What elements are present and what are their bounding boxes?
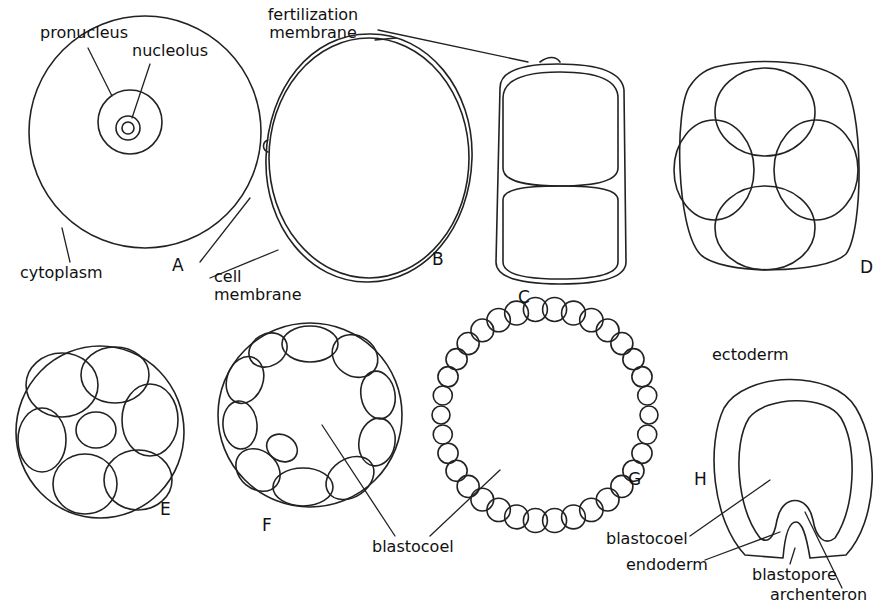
blastomere	[774, 120, 858, 220]
part-label: cytoplasm	[20, 264, 103, 282]
part-label: endoderm	[626, 556, 708, 574]
blastula-cell	[433, 425, 452, 444]
blastula-cell	[446, 349, 467, 370]
blastula-cell	[632, 367, 652, 387]
blastula-cell	[471, 488, 494, 511]
stage-letter: G	[628, 470, 641, 490]
blastula-cell	[580, 308, 603, 331]
stage-letter: A	[172, 256, 184, 276]
stage-letter: F	[262, 516, 272, 536]
fertilization-membrane	[16, 346, 184, 518]
fertilization-membrane	[680, 62, 859, 270]
blastomere	[674, 120, 754, 220]
part-label: cell membrane	[214, 268, 314, 305]
stage-letter: H	[694, 470, 707, 490]
blastula-cell	[596, 319, 619, 342]
blastomere	[503, 186, 618, 279]
part-label: ectoderm	[712, 346, 789, 364]
fertilization-membrane	[218, 323, 402, 507]
part-label: blastopore	[752, 566, 837, 584]
blastula-cell	[611, 333, 633, 355]
blastula-cell	[457, 333, 479, 355]
blastomere	[503, 72, 618, 186]
part-label: pronucleus	[40, 24, 128, 42]
stage-letter: C	[518, 288, 530, 308]
fertilization-membrane	[264, 34, 473, 282]
part-label: fertilization membrane	[248, 6, 378, 43]
pronucleus-outline	[98, 90, 162, 154]
blastula-cells	[220, 326, 399, 509]
blastula-cell	[596, 488, 619, 511]
zygote-cell	[269, 38, 469, 278]
egg-cell	[29, 16, 261, 248]
blastula-cell	[638, 386, 657, 405]
part-label: blastocoel	[606, 530, 688, 548]
gastrula-ectoderm	[714, 379, 872, 558]
blastomere	[81, 347, 149, 403]
blastomere	[122, 384, 178, 456]
nucleolus-outline	[116, 116, 140, 140]
nucleolus-core	[122, 122, 134, 134]
blastomere	[715, 186, 815, 270]
blastula-cell	[471, 319, 494, 342]
blastula-cell	[438, 443, 458, 463]
stage-letter: E	[160, 500, 171, 520]
blastula-cell	[432, 406, 450, 424]
blastomere	[26, 353, 98, 417]
blastula-cell	[543, 509, 567, 533]
part-label: blastocoel	[372, 538, 454, 556]
blastomere	[18, 408, 66, 472]
blastula-cell	[487, 498, 510, 521]
blastomere	[715, 68, 815, 156]
blastula-cell	[638, 425, 657, 444]
part-label: archenteron	[770, 586, 867, 604]
leader-lines	[62, 30, 842, 588]
blastomere	[76, 412, 116, 448]
part-label: nucleolus	[132, 42, 208, 60]
gastrula-blastocoel	[739, 401, 852, 541]
stage-letter: D	[860, 258, 873, 278]
stage-letter: B	[432, 250, 444, 270]
blastula-cell	[640, 406, 658, 424]
fertilization-membrane	[496, 58, 626, 285]
blastula-cell	[457, 475, 479, 497]
blastula-cell	[433, 386, 452, 405]
blastula-cells	[432, 297, 658, 532]
blastomere	[53, 454, 117, 514]
